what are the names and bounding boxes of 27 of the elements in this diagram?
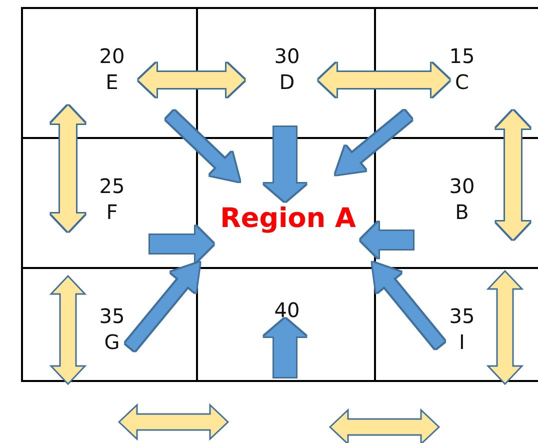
block-arrow: [372, 262, 445, 349]
cell-letter: F: [106, 199, 118, 225]
cell-letter: E: [106, 69, 118, 95]
double-arrow: [51, 106, 85, 232]
value-label: 15: [449, 43, 475, 69]
value-label: 35: [99, 303, 125, 329]
grid-cell: [21, 7, 198, 139]
region-label: Region A: [220, 203, 356, 234]
cell-letter: D: [279, 69, 295, 95]
cell-letter: G: [104, 329, 120, 355]
block-arrow: [264, 127, 306, 202]
cell-letter: C: [455, 69, 469, 95]
double-arrow: [496, 110, 530, 240]
double-arrow: [318, 63, 450, 97]
cell-letter: I: [459, 329, 465, 355]
block-arrow: [150, 226, 214, 262]
block-arrow: [360, 222, 413, 258]
value-label: 30: [449, 173, 475, 199]
value-label: 20: [99, 43, 125, 69]
block-arrow: [264, 318, 306, 377]
block-arrow: [125, 262, 200, 351]
double-arrow: [138, 63, 244, 97]
cell-letter: B: [455, 199, 469, 225]
value-label: 35: [449, 303, 475, 329]
value-label: 25: [99, 173, 125, 199]
value-label: 40: [274, 297, 300, 323]
value-label: 30: [274, 43, 300, 69]
